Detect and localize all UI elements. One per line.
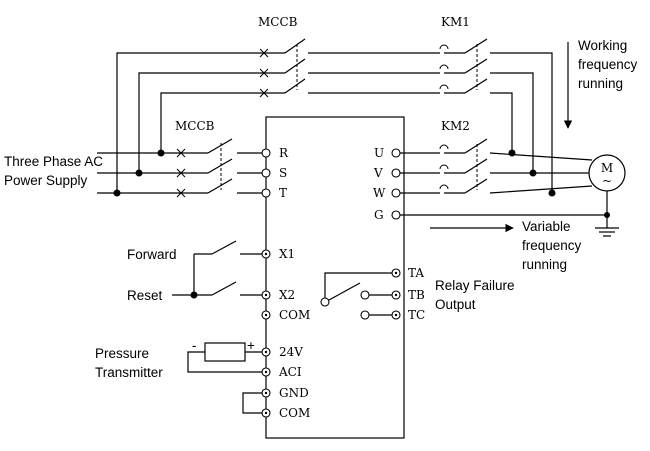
label-u: U xyxy=(374,146,384,160)
terminal-s xyxy=(261,168,271,178)
label-24v: 24V xyxy=(279,345,303,359)
power-supply-label-line1: Three Phase AC xyxy=(4,154,103,169)
power-supply-label-line2: Power Supply xyxy=(4,173,88,188)
terminal-u xyxy=(391,148,401,158)
terminal-gnd xyxy=(261,388,271,398)
terminal-r xyxy=(261,148,271,158)
mccb-left-x-marks xyxy=(176,148,186,198)
terminal-w xyxy=(391,188,401,198)
terminal-g xyxy=(391,210,401,220)
terminal-x1 xyxy=(261,249,271,259)
junctions-right xyxy=(508,149,556,197)
terminal-v xyxy=(391,168,401,178)
forward-reset-switches xyxy=(172,240,262,299)
label-tb: TB xyxy=(408,288,425,302)
label-gnd: GND xyxy=(279,386,309,400)
left-terminals xyxy=(261,148,271,418)
reset-label: Reset xyxy=(127,288,163,303)
left-terminal-labels: R S T X1 X2 COM 24V ACI GND COM xyxy=(278,146,310,420)
mccb-top-switch xyxy=(284,38,440,94)
mccb-top-label: MCCB xyxy=(258,15,298,29)
right-terminals xyxy=(391,148,401,320)
inverter-box xyxy=(265,116,405,439)
variable-frequency-label-line2: frequency xyxy=(522,238,582,253)
label-com2: COM xyxy=(279,406,310,420)
working-frequency-label-line2: frequency xyxy=(578,57,638,72)
pressure-transmitter: - + xyxy=(187,338,262,373)
ground-wiring xyxy=(400,191,619,237)
working-frequency-label-line3: running xyxy=(578,76,623,91)
label-tc: TC xyxy=(408,308,425,322)
gnd-com-jumper xyxy=(242,392,262,414)
ground-icon xyxy=(595,227,619,237)
pressure-transmitter-label-line1: Pressure xyxy=(95,346,149,361)
pressure-transmitter-label-line2: Transmitter xyxy=(95,365,163,380)
output-lines xyxy=(400,138,593,194)
km1-label: KM1 xyxy=(441,15,470,29)
terminal-aci xyxy=(261,367,271,377)
terminal-tc xyxy=(391,310,401,320)
bypass-lines xyxy=(116,38,553,193)
input-lines xyxy=(97,138,262,198)
variable-frequency-label-line3: running xyxy=(522,257,567,272)
label-r: R xyxy=(279,146,289,160)
terminal-24v xyxy=(261,347,271,357)
working-frequency-label-line1: Working xyxy=(578,38,627,53)
label-com1: COM xyxy=(279,308,310,322)
minus-sign: - xyxy=(192,338,197,353)
label-x2: X2 xyxy=(279,288,295,302)
mccb-left-switch xyxy=(207,138,262,194)
terminal-com1 xyxy=(261,310,271,320)
terminal-x2 xyxy=(261,290,271,300)
forward-label: Forward xyxy=(127,247,177,262)
label-ta: TA xyxy=(408,266,424,280)
motor-ac-symbol: ~ xyxy=(602,174,612,188)
motor: M ~ xyxy=(588,154,626,192)
terminal-t xyxy=(261,188,271,198)
plus-sign: + xyxy=(247,338,255,353)
relay-contacts xyxy=(320,272,392,320)
label-aci: ACI xyxy=(278,365,302,379)
label-w: W xyxy=(373,186,386,200)
terminal-com2 xyxy=(261,408,271,418)
terminal-tb xyxy=(391,290,401,300)
label-s: S xyxy=(279,166,287,180)
km1-contacts xyxy=(439,38,488,94)
label-v: V xyxy=(373,166,383,180)
mccb-top-x-marks xyxy=(259,48,269,98)
km2-label: KM2 xyxy=(441,119,470,133)
label-t: T xyxy=(279,186,287,200)
junctions-left xyxy=(113,149,165,197)
motor-label: M xyxy=(601,161,613,175)
terminal-ta xyxy=(391,268,401,278)
variable-frequency-label-line1: Variable xyxy=(522,219,571,234)
label-g: G xyxy=(374,208,384,222)
right-terminal-labels: U V W G TA TB TC xyxy=(373,146,425,322)
label-x1: X1 xyxy=(279,247,295,261)
mccb-left-label: MCCB xyxy=(175,119,215,133)
relay-failure-label-line2: Output xyxy=(435,297,476,312)
relay-failure-label-line1: Relay Failure xyxy=(435,278,515,293)
